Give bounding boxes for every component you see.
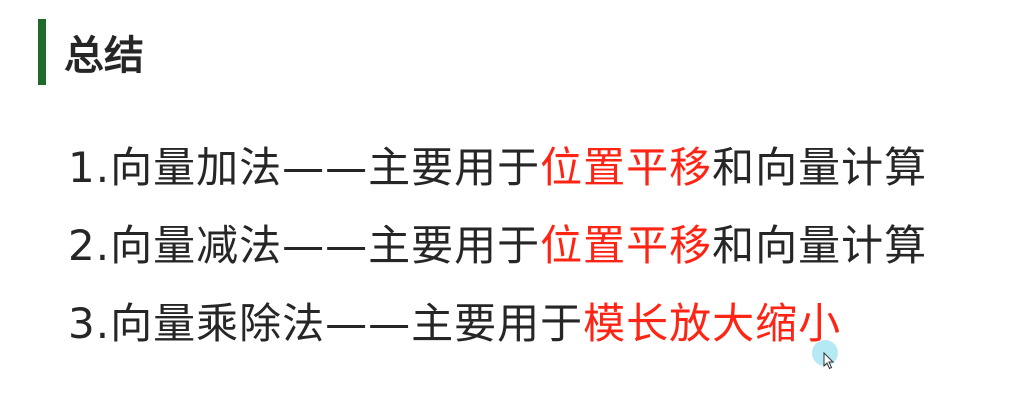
- item-text: 和向量计算: [712, 221, 928, 270]
- summary-item-1: 1.向量加法——主要用于位置平移和向量计算: [68, 138, 927, 198]
- item-highlight: 模长放大缩小: [583, 299, 842, 348]
- item-text: 1.向量加法——主要用于: [68, 143, 541, 192]
- item-text: 2.向量减法——主要用于: [68, 221, 541, 270]
- item-text: 和向量计算: [712, 143, 928, 192]
- slide-title: 总结: [64, 33, 144, 79]
- item-text: 3.向量乘除法——主要用于: [68, 299, 584, 348]
- summary-item-2: 2.向量减法——主要用于位置平移和向量计算: [68, 216, 927, 276]
- item-highlight: 位置平移: [540, 221, 713, 270]
- mouse-pointer-icon: [823, 352, 835, 370]
- item-highlight: 位置平移: [540, 143, 713, 192]
- title-accent-bar: [38, 19, 46, 85]
- summary-item-3: 3.向量乘除法——主要用于模长放大缩小: [68, 294, 841, 354]
